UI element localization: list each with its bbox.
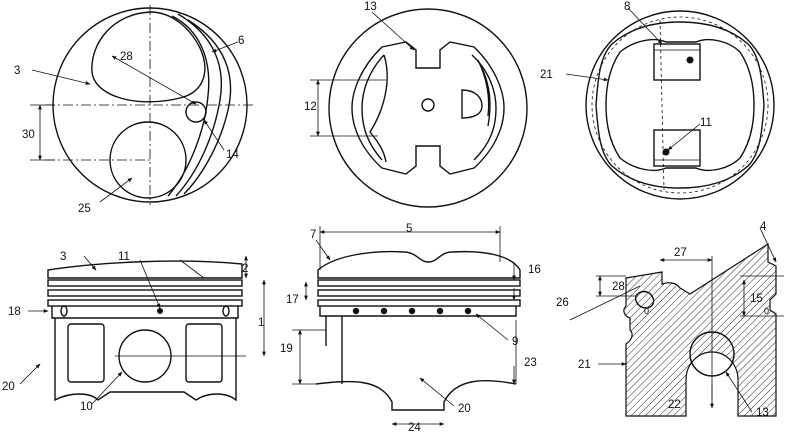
- label-4: 4: [760, 221, 767, 233]
- label-6: 6: [238, 35, 244, 47]
- label-3: 3: [14, 65, 20, 77]
- view-front-elevation: [19, 255, 266, 405]
- pin-boss-outline: [351, 41, 505, 175]
- label-2: 2: [242, 263, 248, 275]
- part-labels: 3 28 6 30 14 25 13 12 8 21 11 3 11 2 18 …: [2, 1, 769, 433]
- skirt-outline: [585, 10, 775, 200]
- crown-outline-2: [328, 8, 528, 208]
- view-top-pin-bosses: [310, 8, 528, 208]
- view-bottom-pin-holes: [565, 7, 775, 200]
- section-body: [623, 242, 777, 417]
- label-24: 24: [408, 422, 421, 433]
- view-top-valve-reliefs: [30, 5, 255, 205]
- label-3-front: 3: [60, 251, 66, 263]
- label-21: 21: [540, 69, 553, 81]
- inner-cavity: [605, 38, 755, 172]
- label-15: 15: [750, 293, 763, 305]
- label-16: 16: [528, 264, 541, 276]
- label-13-section: 13: [756, 407, 769, 419]
- label-8: 8: [624, 1, 630, 13]
- label-10: 10: [80, 401, 93, 413]
- label-20-front: 20: [2, 381, 15, 393]
- label-13: 13: [364, 1, 377, 13]
- label-17: 17: [286, 294, 299, 306]
- label-27: 27: [674, 247, 687, 259]
- label-20-side: 20: [458, 403, 471, 415]
- label-19: 19: [280, 343, 293, 355]
- label-5: 5: [406, 223, 412, 235]
- view-section: [569, 227, 784, 417]
- label-11: 11: [700, 117, 712, 129]
- label-25: 25: [78, 203, 91, 215]
- label-0-small-2: 0: [764, 306, 769, 316]
- exhaust-valve-relief: [109, 121, 187, 199]
- label-30: 30: [22, 129, 35, 141]
- label-21-section: 21: [578, 359, 591, 371]
- intake-valve-relief: [91, 11, 206, 103]
- crown-top: [47, 260, 243, 279]
- label-9: 9: [512, 336, 518, 348]
- view-side-elevation: [292, 226, 521, 426]
- label-0-small: 0: [644, 306, 649, 316]
- upper-pin-hole: [653, 43, 701, 81]
- label-26: 26: [556, 297, 569, 309]
- label-28: 28: [120, 51, 133, 63]
- label-28-section: 28: [612, 281, 625, 293]
- label-11-front: 11: [118, 251, 130, 263]
- label-18: 18: [8, 306, 21, 318]
- label-7: 7: [310, 229, 316, 241]
- dome-crown: [317, 250, 521, 279]
- label-1: 1: [258, 317, 264, 329]
- label-22: 22: [668, 399, 681, 411]
- lower-pin-hole: [653, 129, 701, 167]
- label-12: 12: [304, 101, 317, 113]
- label-23: 23: [524, 357, 537, 369]
- label-14: 14: [226, 149, 239, 161]
